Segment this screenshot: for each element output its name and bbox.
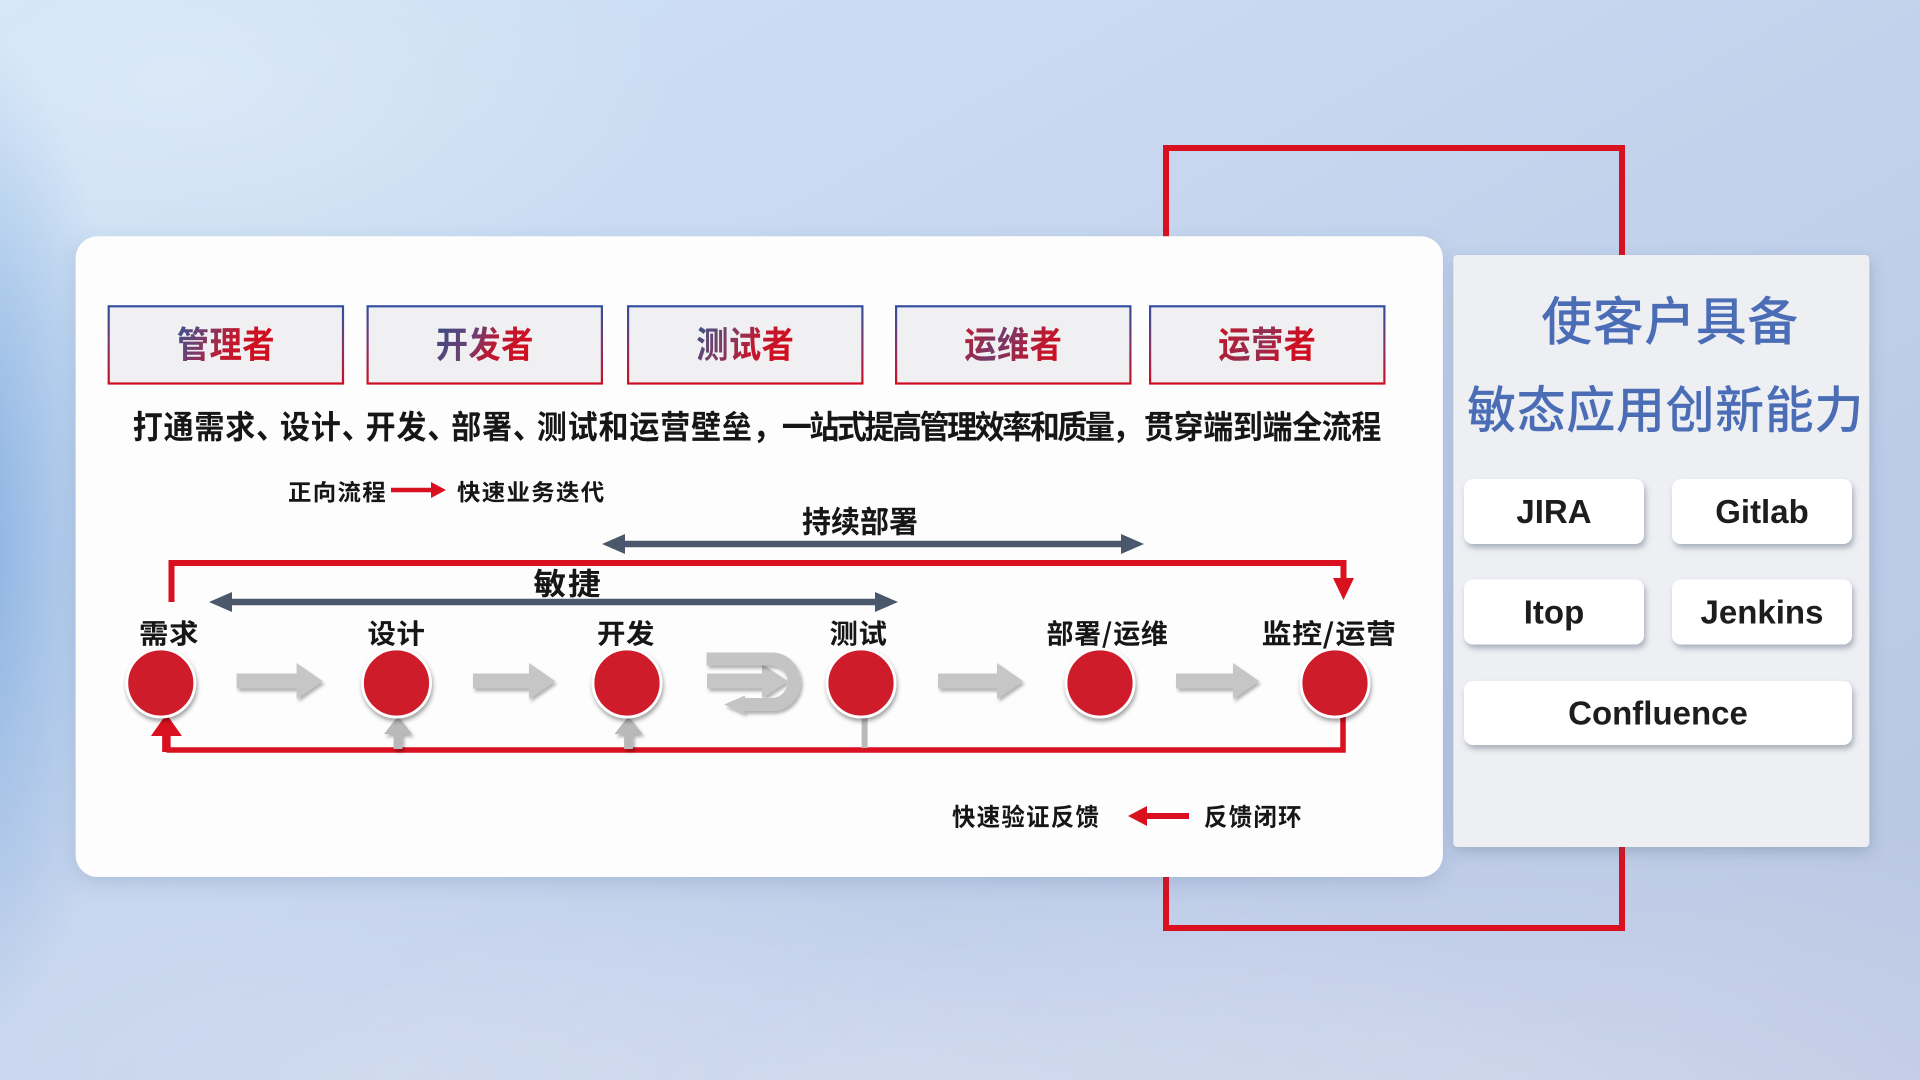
svg-text:Gitlab: Gitlab [1715, 493, 1809, 530]
svg-text:Itop: Itop [1524, 594, 1584, 631]
svg-text:Confluence: Confluence [1568, 695, 1748, 732]
svg-text:Jenkins: Jenkins [1701, 594, 1824, 631]
svg-text:JIRA: JIRA [1516, 493, 1591, 530]
